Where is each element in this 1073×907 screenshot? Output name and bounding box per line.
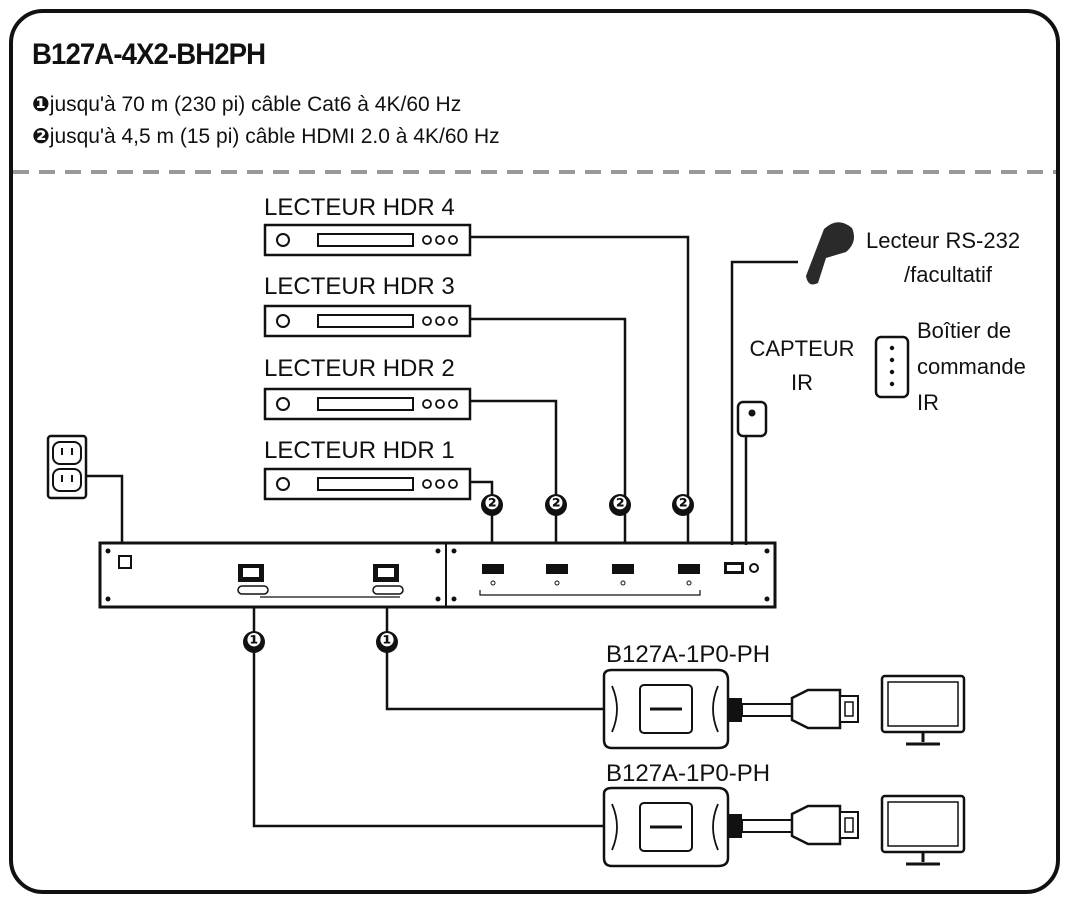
ir-control-label-line3: IR: [917, 390, 939, 415]
rs232-cable: [730, 260, 798, 545]
cat6-cables: [252, 607, 612, 828]
receiver-unit-1: [602, 668, 859, 750]
ir-control-label-line2: commande: [917, 354, 1026, 379]
player-label-4: LECTEUR HDR 4: [264, 194, 455, 221]
note-hdmi: ❷jusqu'à 4,5 m (15 pi) câble HDMI 2.0 à …: [32, 126, 500, 147]
hdmi-callout-label-2: ❷: [548, 493, 564, 513]
player-label-1: LECTEUR HDR 1: [264, 437, 455, 464]
note-text-1: jusqu'à 70 m (230 pi) câble Cat6 à 4K/60…: [49, 93, 462, 116]
player-label-2: LECTEUR HDR 2: [264, 355, 455, 382]
hdmi-callout-label-4: ❷: [675, 493, 691, 513]
hdmi-cables: [470, 235, 690, 545]
monitor-icon-1: [880, 674, 966, 746]
note-text-2: jusqu'à 4,5 m (15 pi) câble HDMI 2.0 à 4…: [49, 125, 500, 148]
hdmi-callouts: [481, 494, 694, 516]
ir-remote-icon: [874, 335, 910, 399]
receiver-unit-2: [602, 786, 859, 868]
note-badge-1: ❶: [32, 93, 50, 116]
hdr-player-2: [263, 387, 472, 421]
rs232-label-line2: /facultatif: [904, 262, 993, 287]
hdr-player-4: [263, 223, 472, 257]
cat6-callout-label-2: ❶: [379, 630, 395, 650]
cat6-callouts: [243, 631, 398, 653]
hdmi-callout-label-1: ❷: [484, 493, 500, 513]
diagram-frame: [9, 9, 1060, 894]
receiver-label-2: B127A-1P0-PH: [606, 760, 771, 787]
ir-sensor-label-line1: CAPTEUR: [749, 336, 855, 361]
note-badge-2: ❷: [32, 125, 50, 148]
monitor-icon-2: [880, 794, 966, 866]
rs232-scanner-icon: [806, 222, 854, 285]
matrix-switch-unit: [98, 541, 777, 609]
power-outlet-icon: [46, 434, 88, 500]
hdmi-callout-label-3: ❷: [612, 493, 628, 513]
power-cable: [86, 474, 124, 545]
note-cat6: ❶jusqu'à 70 m (230 pi) câble Cat6 à 4K/6…: [32, 94, 461, 115]
player-label-3: LECTEUR HDR 3: [264, 273, 455, 300]
hdr-player-3: [263, 304, 472, 338]
receiver-label-1: B127A-1P0-PH: [606, 641, 771, 668]
ir-sensor-label-line2: IR: [791, 370, 813, 395]
cat6-callout-label-1: ❶: [246, 630, 262, 650]
ir-control-label-line1: Boîtier de: [917, 318, 1012, 343]
model-title: B127A-4X2-BH2PH: [32, 38, 266, 71]
hdr-player-1: [263, 467, 472, 501]
rs232-label-line1: Lecteur RS-232: [866, 228, 1021, 253]
ir-sensor-icon: [736, 400, 768, 438]
